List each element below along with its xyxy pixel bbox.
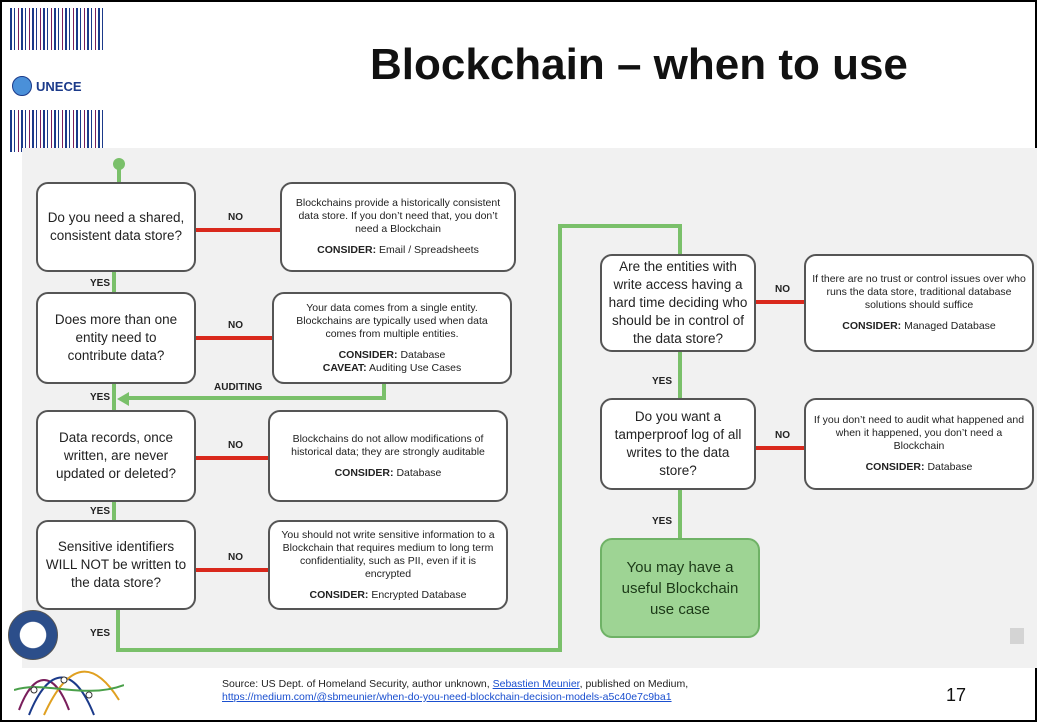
yes-line (678, 352, 682, 398)
question-text: Sensitive identifiers WILL NOT be writte… (45, 539, 187, 590)
no-label: NO (775, 430, 790, 441)
outcome-text: You should not write sensitive informati… (281, 528, 495, 580)
question-multiple-entities: Does more than one entity need to contri… (36, 292, 196, 384)
yes-line (112, 272, 116, 292)
yes-line (116, 610, 120, 652)
consider-value: Managed Database (904, 320, 996, 332)
question-text: Are the entities with write access havin… (608, 259, 748, 346)
network-graphic (14, 670, 124, 716)
question-tamperproof-log: Do you want a tamperproof log of all wri… (600, 398, 756, 490)
outcome-sensitive-data: You should not write sensitive informati… (268, 520, 508, 610)
yes-line (112, 384, 116, 410)
source-url-link[interactable]: https://medium.com/@sbmeunier/when-do-yo… (222, 691, 672, 703)
outcome-single-entity: Your data comes from a single entity. Bl… (272, 292, 512, 384)
consider-line: CONSIDER: Database (339, 349, 446, 362)
outcome-text: Your data comes from a single entity. Bl… (296, 301, 488, 340)
outcome-text: If there are no trust or control issues … (812, 273, 1026, 311)
consider-label: CONSIDER: (338, 348, 398, 361)
consider-label: CONSIDER: (865, 461, 925, 473)
no-line (755, 446, 805, 450)
yes-line (678, 490, 682, 538)
question-text: Data records, once written, are never up… (55, 430, 177, 481)
outcome-text: Blockchains provide a historically consi… (295, 197, 501, 235)
outcome-no-trust-issues: If there are no trust or control issues … (804, 254, 1034, 352)
consider-value: Encrypted Database (371, 588, 467, 601)
un-emblem-icon (12, 76, 32, 96)
dhs-seal-logo (8, 610, 58, 660)
question-text: Do you need a shared, consistent data st… (47, 210, 185, 243)
source-prefix: Source: US Dept. of Homeland Security, a… (222, 678, 493, 690)
consider-line: CONSIDER: Managed Database (842, 320, 996, 333)
author-link[interactable]: Sebastien Meunier (492, 678, 580, 690)
page-number: 17 (946, 685, 967, 705)
no-label: NO (228, 552, 243, 563)
caveat-line: CAVEAT: Auditing Use Cases (323, 362, 462, 375)
consider-line: CONSIDER: Email / Spreadsheets (317, 244, 479, 257)
outcome-text: If you don’t need to audit what happened… (813, 414, 1025, 452)
consider-label: CONSIDER: (334, 466, 394, 479)
consider-line: CONSIDER: Encrypted Database (310, 589, 467, 602)
yes-line (112, 502, 116, 520)
final-outcome-box: You may have a useful Blockchain use cas… (600, 538, 760, 638)
outcome-records-modified: Blockchains do not allow modifications o… (268, 410, 508, 502)
source-suffix: , published on Medium, (579, 678, 689, 690)
consider-value: Email / Spreadsheets (379, 244, 479, 256)
outcome-no-audit: If you don’t need to audit what happened… (804, 398, 1034, 490)
consider-value: Database (400, 348, 446, 361)
start-node (113, 158, 125, 170)
bottom-barcode-logo (10, 110, 105, 152)
yes-label: YES (90, 278, 111, 289)
question-shared-data-store: Do you need a shared, consistent data st… (36, 182, 196, 272)
consider-line: CONSIDER: Database (866, 461, 973, 474)
yes-line (678, 224, 682, 254)
question-immutable-records: Data records, once written, are never up… (36, 410, 196, 502)
no-line (195, 336, 274, 340)
yes-label: YES (90, 628, 111, 639)
unece-logo: UNECE (12, 76, 82, 96)
consider-line: CONSIDER: Database (335, 467, 442, 480)
consider-value: Database (396, 466, 442, 479)
no-line (195, 568, 270, 572)
top-barcode-logo (10, 8, 105, 50)
no-line (195, 228, 282, 232)
slide-icon (1010, 628, 1024, 644)
caveat-label: CAVEAT: (322, 361, 367, 374)
no-line (195, 456, 270, 460)
no-label: NO (775, 284, 790, 295)
no-label: NO (228, 212, 243, 223)
yes-label: YES (90, 506, 111, 517)
no-label: NO (228, 440, 243, 451)
yes-line (558, 224, 562, 652)
consider-label: CONSIDER: (842, 320, 902, 332)
consider-label: CONSIDER: (317, 244, 377, 256)
no-label: NO (228, 320, 243, 331)
caveat-value: Auditing Use Cases (369, 361, 462, 374)
outcome-no-shared-store: Blockchains provide a historically consi… (280, 182, 516, 272)
yes-line (558, 224, 682, 228)
no-line (755, 300, 805, 304)
auditing-line (126, 396, 386, 400)
yes-line (116, 648, 562, 652)
auditing-line (382, 384, 386, 398)
unece-label: UNECE (36, 78, 82, 94)
yes-label: YES (652, 376, 673, 387)
yes-label: YES (90, 392, 111, 403)
yes-label: YES (652, 516, 673, 527)
slide-title: Blockchain – when to use (370, 40, 908, 89)
source-citation: Source: US Dept. of Homeland Security, a… (222, 678, 688, 704)
auditing-arrow-icon (117, 392, 129, 406)
yes-line (117, 168, 121, 182)
final-outcome-text: You may have a useful Blockchain use cas… (621, 558, 739, 618)
question-text: Does more than one entity need to contri… (54, 312, 178, 363)
auditing-label: AUDITING (214, 382, 263, 393)
consider-value: Database (927, 461, 973, 473)
consider-label: CONSIDER: (309, 588, 369, 601)
question-write-access-control: Are the entities with write access havin… (600, 254, 756, 352)
outcome-text: Blockchains do not allow modifications o… (291, 432, 485, 458)
question-sensitive-identifiers: Sensitive identifiers WILL NOT be writte… (36, 520, 196, 610)
question-text: Do you want a tamperproof log of all wri… (614, 409, 742, 478)
